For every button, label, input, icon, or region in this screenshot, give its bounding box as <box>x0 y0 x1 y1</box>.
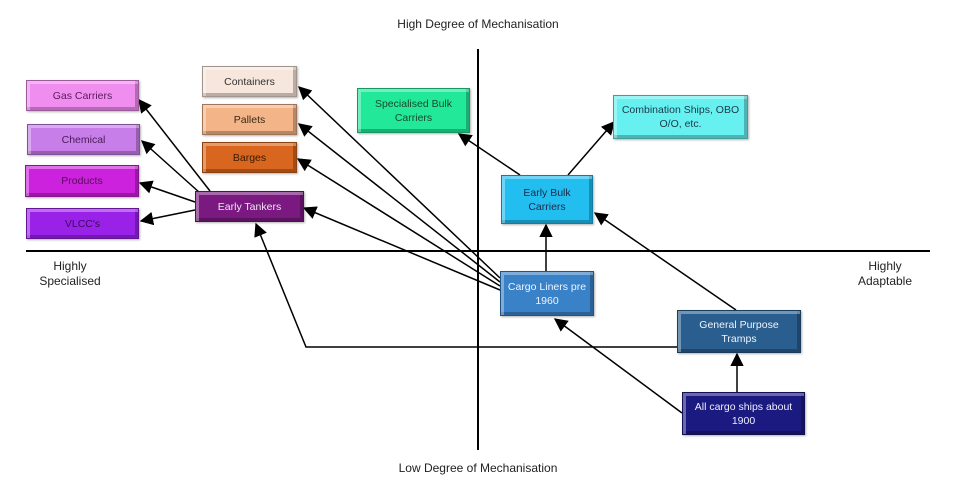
arrow-earlybulk-to-specbulk <box>457 133 521 176</box>
node-specialised-bulk-carriers: Specialised Bulk Carriers <box>357 88 470 133</box>
axis-label-right-line2: Adaptable <box>857 274 913 288</box>
arrow-tramps-to-tankers <box>254 222 677 348</box>
arrow-tankers-to-chemical <box>140 140 201 194</box>
node-pallets: Pallets <box>202 104 297 135</box>
node-combination-ships: Combination Ships, OBO O/O, etc. <box>613 95 748 139</box>
arrow-liners-to-pallets <box>297 123 501 283</box>
node-containers: Containers <box>202 66 297 97</box>
node-chemical: Chemical <box>27 124 140 155</box>
arrow-earlybulk-to-combo <box>567 120 615 176</box>
axis-label-left-line1: Highly <box>53 259 87 273</box>
arrow-tankers-to-vlcc <box>139 209 196 226</box>
arrow-tankers-to-gas <box>138 98 211 192</box>
axis-label-right-line1: Highly <box>868 259 902 273</box>
arrow-tankers-to-products <box>138 180 196 203</box>
node-general-purpose-tramps: General Purpose Tramps <box>677 310 801 353</box>
node-cargo-liners-pre-1960: Cargo Liners pre 1960 <box>500 271 594 316</box>
node-early-bulk-carriers: Early Bulk Carriers <box>501 175 593 224</box>
node-early-tankers: Early Tankers <box>195 191 304 222</box>
arrow-tramps-to-earlybulk <box>593 212 737 311</box>
node-products: Products <box>25 165 139 197</box>
arrow-liners-to-tankers <box>302 206 501 291</box>
axis-label-top: High Degree of Mechanisation <box>397 17 559 31</box>
axis-label-right: Highly Adaptable <box>845 259 925 289</box>
arrow-all1900-to-liners <box>553 318 683 414</box>
axis-label-left-line2: Specialised <box>39 274 101 288</box>
node-barges: Barges <box>202 142 297 173</box>
node-vlccs: VLCC's <box>26 208 139 239</box>
axis-label-bottom: Low Degree of Mechanisation <box>398 461 558 475</box>
node-all-cargo-ships-1900: All cargo ships about 1900 <box>682 392 805 435</box>
axis-label-left: Highly Specialised <box>30 259 110 289</box>
arrow-liners-to-containers <box>298 86 501 279</box>
node-gas-carriers: Gas Carriers <box>26 80 139 111</box>
arrow-liners-to-barges <box>296 158 501 287</box>
